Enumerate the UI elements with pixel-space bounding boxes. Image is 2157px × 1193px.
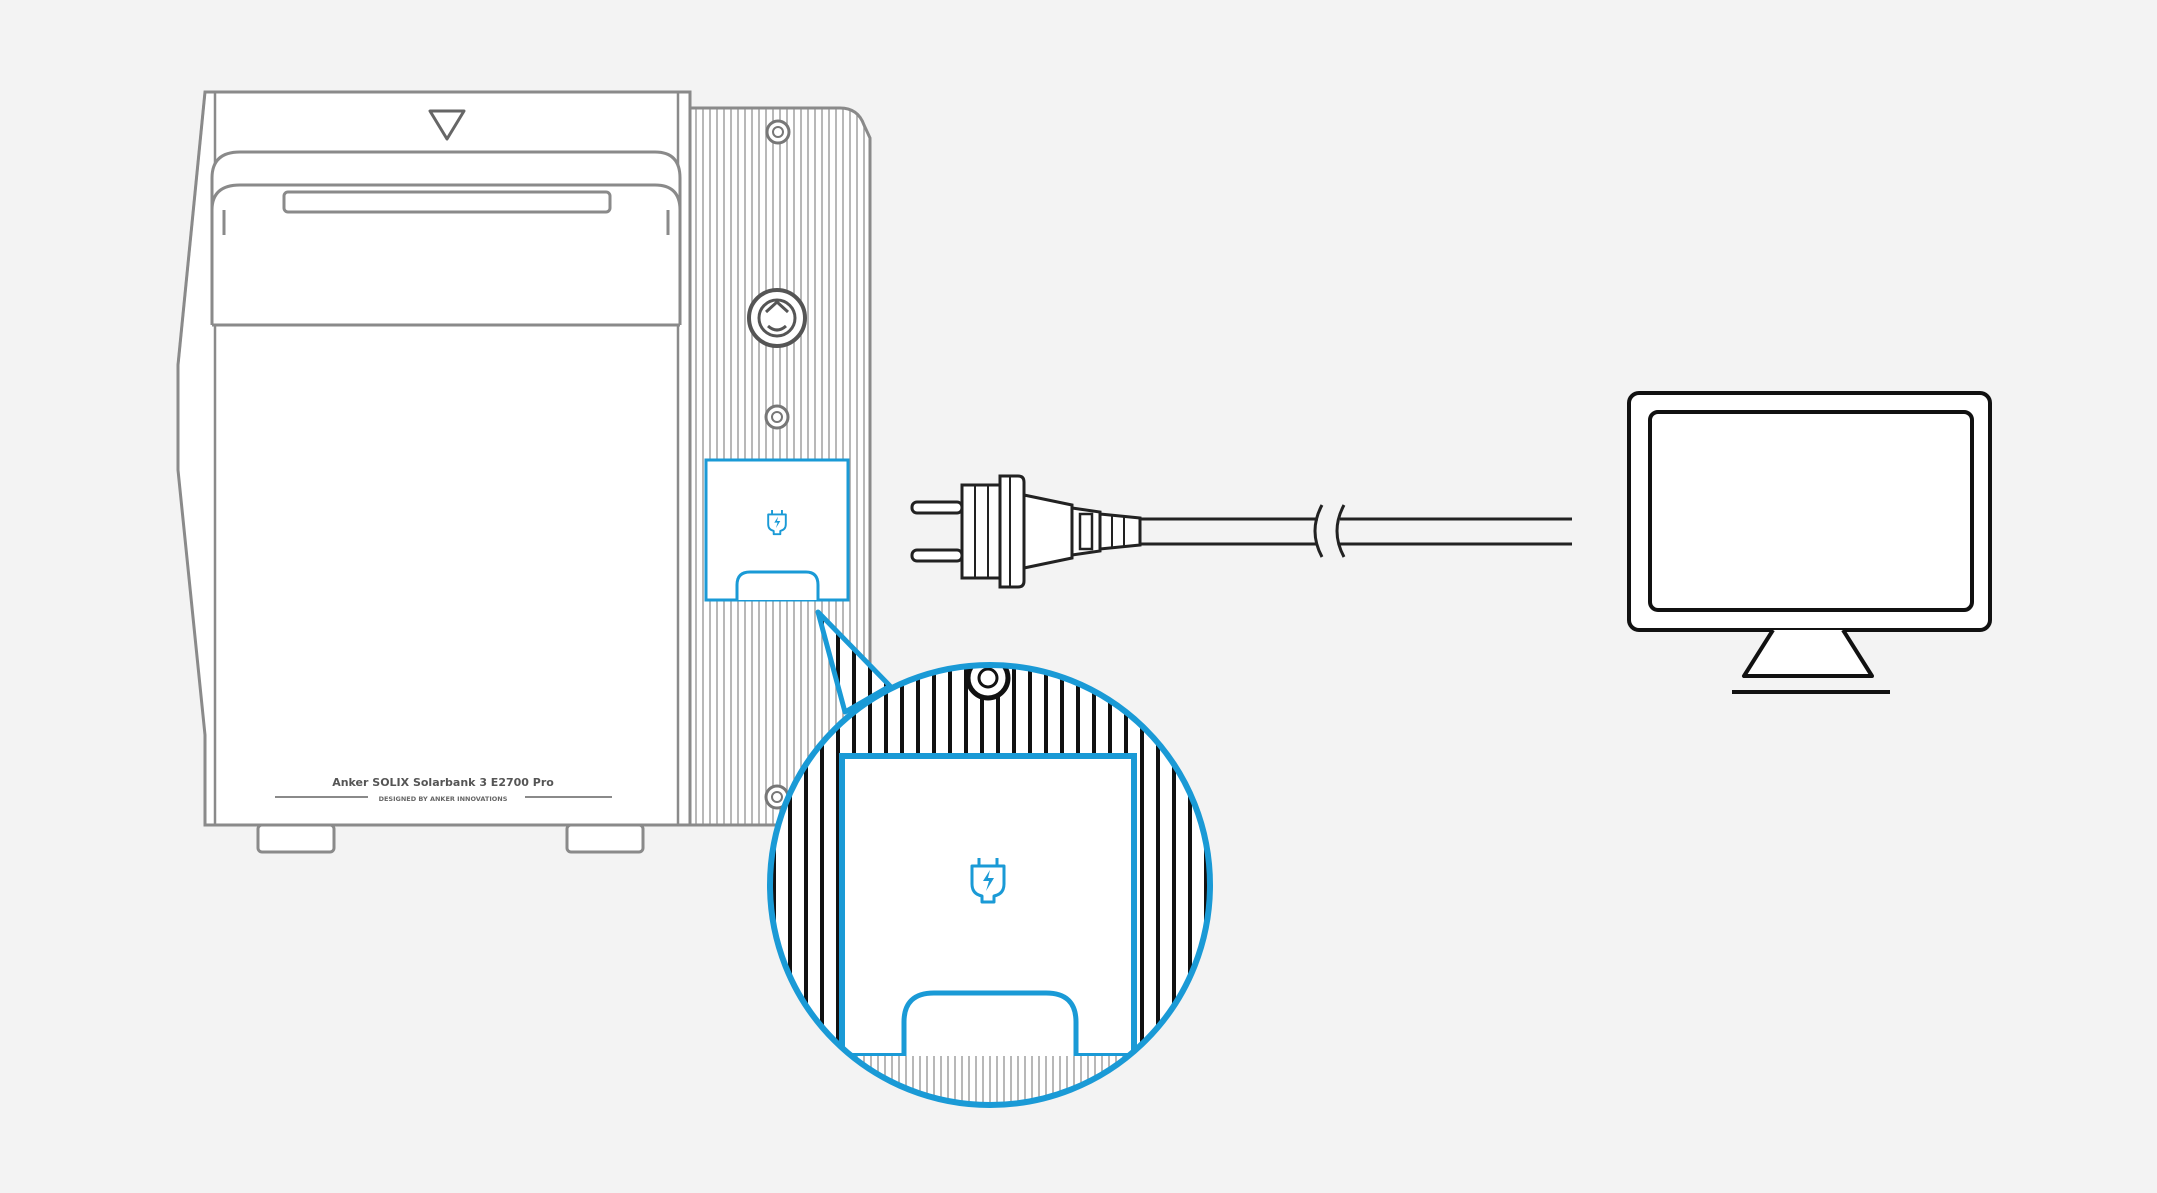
tagline-label: DESIGNED BY ANKER INNOVATIONS bbox=[379, 795, 508, 803]
power-plug-icon bbox=[910, 474, 1142, 589]
screw-bottom bbox=[764, 784, 790, 810]
screw-top bbox=[765, 119, 791, 145]
zoom-callout bbox=[767, 609, 1213, 1108]
solarbank-device: Anker SOLIX Solarbank 3 E2700 Pro DESIGN… bbox=[176, 90, 872, 854]
ac-port-cover-highlight bbox=[704, 458, 850, 602]
device-handle bbox=[210, 150, 682, 327]
plug-lightning-icon bbox=[970, 858, 1006, 904]
device-foot-left bbox=[256, 823, 336, 854]
monitor-icon bbox=[1627, 391, 1992, 694]
plug-lightning-icon-small bbox=[767, 509, 787, 536]
connector-port bbox=[747, 288, 807, 348]
device-foot-right bbox=[565, 823, 645, 854]
product-name-label: Anker SOLIX Solarbank 3 E2700 Pro bbox=[332, 776, 554, 789]
triangle-down-icon bbox=[428, 109, 466, 141]
screw-middle bbox=[764, 404, 790, 430]
zoom-circle-border bbox=[767, 662, 1213, 1108]
power-cable bbox=[1140, 504, 1572, 558]
